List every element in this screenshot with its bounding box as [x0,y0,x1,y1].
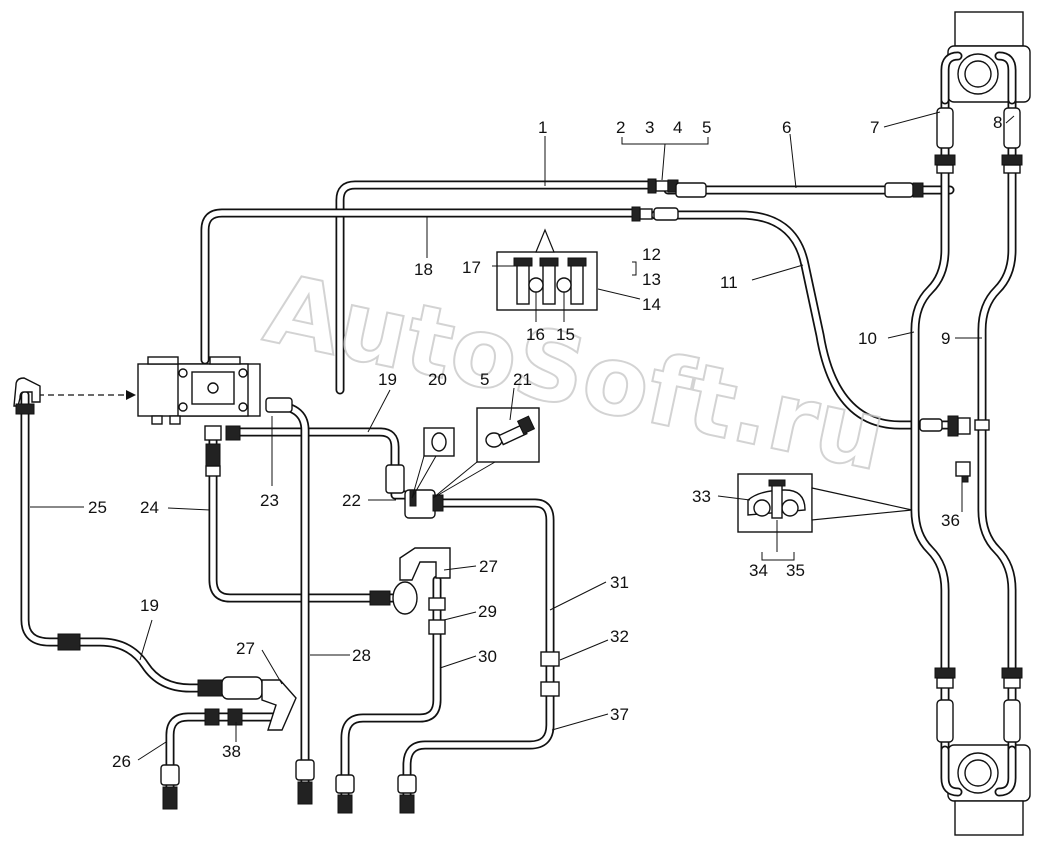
callout-14: 14 [642,295,661,314]
detail-inset-bolt-21 [432,407,540,499]
callout-22: 22 [342,491,361,510]
callout-1: 1 [538,118,547,137]
detail-inset-clamp-12-17 [496,228,598,311]
callout-6: 6 [782,118,791,137]
callout-32: 32 [610,627,629,646]
control-valve-block [137,356,261,425]
detail-inset-clamp-33-35 [737,473,913,533]
callout-labels: 1 2 3 4 5 6 7 8 9 10 11 12 13 14 15 16 1… [88,113,1002,771]
callout-29: 29 [478,602,497,621]
callout-36: 36 [941,511,960,530]
callout-15: 15 [556,325,575,344]
callout-4: 4 [673,118,682,137]
dashed-arrow [38,390,136,400]
callout-30: 30 [478,647,497,666]
callout-21: 21 [513,370,532,389]
callout-5-bolt: 5 [480,370,489,389]
fittings [57,107,1023,814]
callout-13: 13 [642,270,661,289]
callout-11: 11 [720,273,738,292]
callout-23: 23 [260,491,279,510]
callout-28: 28 [352,646,371,665]
callout-2: 2 [616,118,625,137]
callout-12: 12 [642,245,661,264]
callout-8: 8 [993,113,1002,132]
callout-31: 31 [610,573,629,592]
elbow-fitting-25 [13,377,41,415]
callout-34: 34 [749,561,768,580]
callout-7: 7 [870,118,879,137]
callout-38: 38 [222,742,241,761]
callout-19-upper: 19 [378,370,397,389]
callout-37: 37 [610,705,629,724]
callout-25: 25 [88,498,107,517]
callout-5: 5 [702,118,711,137]
callout-3: 3 [645,118,654,137]
callout-9: 9 [941,329,950,348]
callout-24: 24 [140,498,159,517]
callout-17: 17 [462,258,481,277]
callout-20: 20 [428,370,447,389]
callout-33: 33 [692,487,711,506]
callout-16: 16 [526,325,545,344]
callout-10: 10 [858,329,877,348]
callout-35: 35 [786,561,805,580]
leader-lines [30,111,1015,761]
callout-27-lower: 27 [236,639,255,658]
callout-18: 18 [414,260,433,279]
callout-27-upper: 27 [479,557,498,576]
detail-inset-ring-20 [411,427,455,499]
callout-26: 26 [112,752,131,771]
callout-19-lower: 19 [140,596,159,615]
